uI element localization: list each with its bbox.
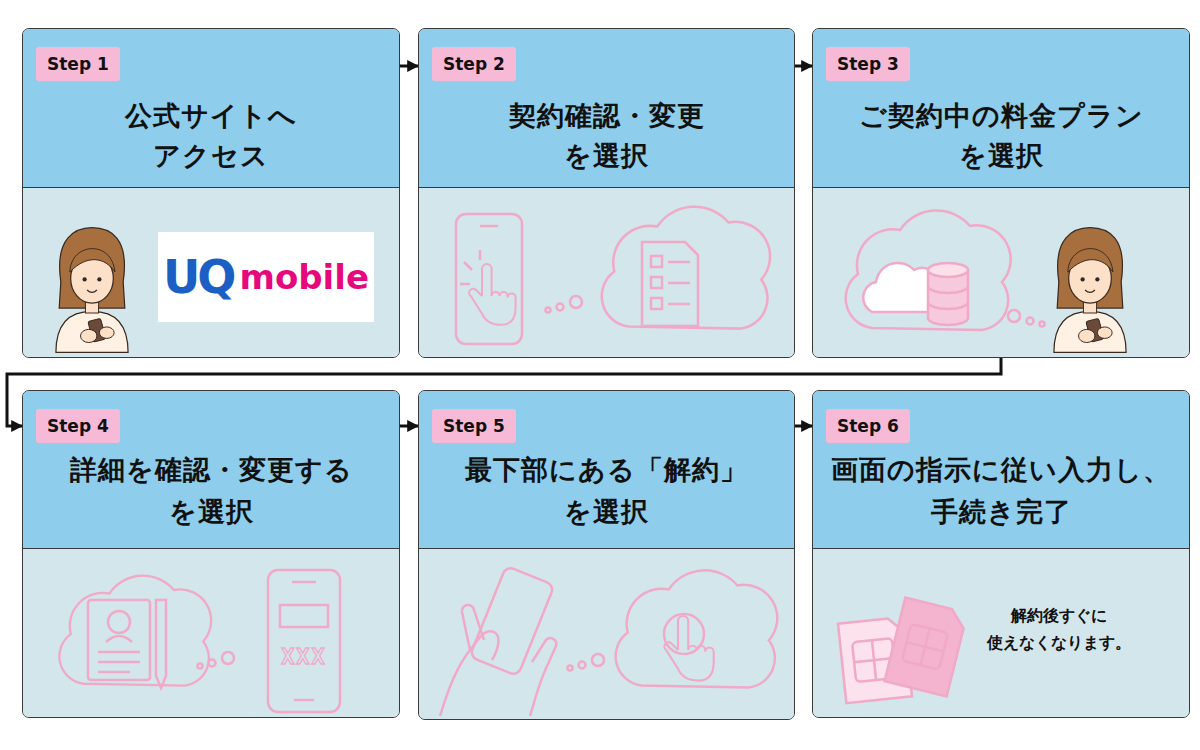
step-card: Step 1 公式サイトへ アクセス UQmobile [22, 28, 400, 358]
step-tag: Step 5 [432, 409, 516, 443]
step-title: 画面の指示に従い入力し、 手続き完了 [823, 449, 1179, 533]
logo-box: UQmobile [158, 232, 374, 322]
step-card: Step 6 画面の指示に従い入力し、 手続き完了解約後すぐに 使えなくなります。 [812, 390, 1190, 718]
flow-arrow [795, 65, 812, 68]
step-card: Step 2 契約確認・変更 を選択 [418, 28, 795, 358]
header-band: Step 2 契約確認・変更 を選択 [419, 29, 794, 188]
flow-arrow [400, 425, 418, 428]
step-title: 公式サイトへ アクセス [116, 96, 306, 176]
illustration-panel [813, 189, 1189, 358]
step-title: ご契約中の料金プラン を選択 [851, 96, 1151, 176]
step-tag: Step 2 [432, 47, 516, 81]
step-title: 詳細を確認・変更する を選択 [61, 449, 361, 533]
header-band: Step 4 詳細を確認・変更する を選択 [23, 391, 399, 549]
step-tag: Step 3 [826, 47, 910, 81]
step-card: Step 5 最下部にある「解約」 を選択 [418, 390, 795, 720]
step-note: 解約後すぐに 使えなくなります。 [961, 602, 1157, 656]
logo-text: UQ [163, 250, 233, 304]
header-band: Step 1 公式サイトへ アクセス [23, 29, 399, 188]
screen-text: XXX [268, 644, 340, 669]
step-tag: Step 4 [36, 409, 120, 443]
illustration-panel [419, 550, 794, 720]
step-tag: Step 1 [36, 47, 120, 81]
step-card: Step 3 ご契約中の料金プラン を選択 [812, 28, 1190, 358]
illustration-panel [23, 550, 399, 718]
step-tag: Step 6 [826, 409, 910, 443]
flow-arrow [795, 425, 812, 428]
logo-text: mobile [239, 257, 369, 297]
illustration-panel: 解約後すぐに 使えなくなります。 [813, 550, 1189, 718]
flow-arrow [400, 65, 418, 68]
step-title: 契約確認・変更 を選択 [498, 96, 716, 176]
illustration-panel [419, 189, 794, 358]
header-band: Step 3 ご契約中の料金プラン を選択 [813, 29, 1189, 188]
step-card: Step 4 詳細を確認・変更する を選択 [22, 390, 400, 718]
header-band: Step 5 最下部にある「解約」 を選択 [419, 391, 794, 549]
step-title: 最下部にある「解約」 を選択 [457, 449, 757, 533]
header-band: Step 6 画面の指示に従い入力し、 手続き完了 [813, 391, 1189, 549]
